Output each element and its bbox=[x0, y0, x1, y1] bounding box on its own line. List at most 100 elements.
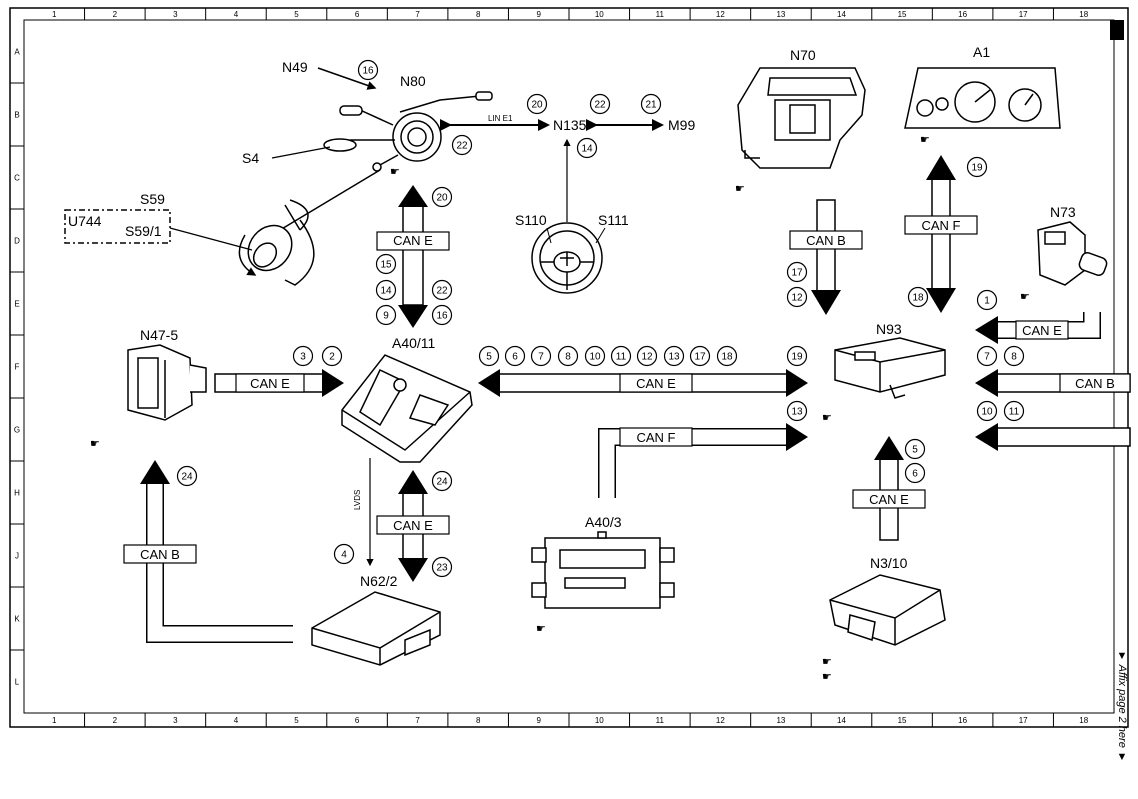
ref-marker: 22 bbox=[451, 134, 473, 156]
ref-marker: 11 bbox=[610, 345, 632, 367]
grid-row-label: A bbox=[14, 48, 20, 57]
ref-number: 14 bbox=[380, 286, 392, 297]
a1-drawing bbox=[904, 67, 1061, 129]
can-b-vertical-n70 bbox=[789, 199, 863, 315]
ref-number: 6 bbox=[512, 352, 518, 363]
ref-number: 24 bbox=[436, 477, 448, 488]
ref-marker: 13 bbox=[663, 345, 685, 367]
ref-marker: 11 bbox=[1003, 400, 1025, 422]
ref-marker: 3 bbox=[292, 345, 314, 367]
bus-labels: CAN E CAN B CAN F CAN E CAN B CAN E CAN … bbox=[140, 114, 1115, 562]
ref-number: 7 bbox=[984, 352, 990, 363]
grid-col-label: 16 bbox=[958, 10, 967, 19]
page-corner-tab bbox=[1110, 20, 1124, 40]
reference-hand-icons: ☛ ☛ ☛ ☛ ☛ ☛ ☛ ☛ ☛ bbox=[90, 133, 1030, 683]
ref-marker: 8 bbox=[1003, 345, 1025, 367]
a40-3-drawing bbox=[531, 531, 675, 609]
bus-can-b-n70: CAN B bbox=[806, 233, 846, 248]
grid-col-label: 8 bbox=[476, 10, 481, 19]
ref-number: 4 bbox=[341, 550, 347, 561]
svg-text:☛: ☛ bbox=[1020, 290, 1030, 303]
bus-can-f-a1: CAN F bbox=[922, 218, 961, 233]
label-s59: S59 bbox=[140, 191, 165, 207]
ref-marker: 14 bbox=[576, 137, 598, 159]
grid-col-label: 4 bbox=[234, 10, 239, 19]
grid-row-label: C bbox=[14, 174, 20, 183]
grid-col-label: 18 bbox=[1079, 10, 1088, 19]
grid-col-label: 5 bbox=[294, 716, 299, 725]
label-a40-11: A40/11 bbox=[392, 335, 436, 351]
s59-boundary bbox=[64, 209, 171, 244]
bus-can-b-right: CAN B bbox=[1075, 376, 1115, 391]
ref-number: 24 bbox=[181, 472, 193, 483]
label-s4: S4 bbox=[242, 150, 259, 166]
ref-number: 18 bbox=[721, 352, 733, 363]
ref-number: 20 bbox=[436, 193, 448, 204]
ref-number: 18 bbox=[912, 293, 924, 304]
ref-number: 3 bbox=[300, 352, 306, 363]
ref-marker: 21 bbox=[640, 93, 662, 115]
bus-lin-e1: LIN E1 bbox=[488, 114, 513, 123]
ref-number: 7 bbox=[538, 352, 544, 363]
n62-2-drawing bbox=[311, 591, 441, 666]
label-n73: N73 bbox=[1050, 204, 1076, 220]
ref-marker: 14 bbox=[375, 279, 397, 301]
bus-can-e-n3-10: CAN E bbox=[869, 492, 909, 507]
svg-text:☛: ☛ bbox=[822, 670, 832, 683]
ref-number: 1 bbox=[984, 296, 990, 307]
grid-col-label: 1 bbox=[52, 716, 57, 725]
ref-number: 23 bbox=[436, 563, 448, 574]
grid-col-label: 14 bbox=[837, 10, 846, 19]
n3-10-drawing bbox=[829, 574, 946, 646]
ref-marker: 15 bbox=[375, 253, 397, 275]
ref-number: 19 bbox=[791, 352, 803, 363]
ref-marker: 20 bbox=[526, 93, 548, 115]
grid-col-label: 7 bbox=[415, 10, 420, 19]
ref-number: 13 bbox=[668, 352, 680, 363]
ref-marker: 12 bbox=[636, 345, 658, 367]
n93-drawing bbox=[834, 337, 946, 399]
svg-text:☛: ☛ bbox=[90, 437, 100, 450]
grid-row-label: B bbox=[14, 111, 19, 120]
ref-number: 11 bbox=[1009, 407, 1020, 418]
n47-5-drawing bbox=[127, 344, 207, 421]
ref-marker: 18 bbox=[716, 345, 738, 367]
grid-col-label: 13 bbox=[776, 10, 785, 19]
grid-col-label: 10 bbox=[595, 10, 604, 19]
ref-marker: 23 bbox=[431, 556, 453, 578]
grid-row-label: J bbox=[15, 552, 19, 561]
ref-marker: 13 bbox=[786, 400, 808, 422]
ref-marker: 16 bbox=[431, 304, 453, 326]
s59-knob-drawing bbox=[238, 219, 315, 286]
can-b-n47-5 bbox=[123, 460, 293, 643]
bus-can-e-n73: CAN E bbox=[1022, 323, 1062, 338]
n49-pointer bbox=[317, 67, 377, 90]
ref-marker: 18 bbox=[907, 286, 929, 308]
ref-number: 22 bbox=[456, 141, 468, 152]
ref-marker: 17 bbox=[786, 261, 808, 283]
grid-col-label: 7 bbox=[415, 716, 420, 725]
ref-marker: 12 bbox=[786, 286, 808, 308]
grid-row-label: L bbox=[15, 678, 20, 687]
ref-number: 17 bbox=[694, 352, 706, 363]
ref-number: 17 bbox=[791, 268, 803, 279]
ref-number: 21 bbox=[645, 100, 657, 111]
bus-lvds: LVDS bbox=[353, 490, 362, 510]
n73-drawing bbox=[1037, 221, 1108, 286]
ref-number: 2 bbox=[329, 352, 335, 363]
bus-can-e-n47-5: CAN E bbox=[250, 376, 290, 391]
ref-marker: 19 bbox=[966, 156, 988, 178]
drawing-frame: 1122334455667788991010111112121313141415… bbox=[9, 7, 1129, 728]
grid-col-label: 6 bbox=[355, 716, 360, 725]
label-n49: N49 bbox=[282, 59, 308, 75]
ref-marker: 4 bbox=[333, 543, 355, 565]
grid-col-label: 14 bbox=[837, 716, 846, 725]
ref-marker: 22 bbox=[589, 93, 611, 115]
bus-can-e-bottom: CAN E bbox=[393, 518, 433, 533]
grid-col-label: 2 bbox=[113, 716, 118, 725]
grid-col-label: 2 bbox=[113, 10, 118, 19]
label-m99: M99 bbox=[668, 117, 695, 133]
grid-col-label: 1 bbox=[52, 10, 57, 19]
ref-number: 14 bbox=[581, 144, 593, 155]
grid-col-label: 8 bbox=[476, 716, 481, 725]
